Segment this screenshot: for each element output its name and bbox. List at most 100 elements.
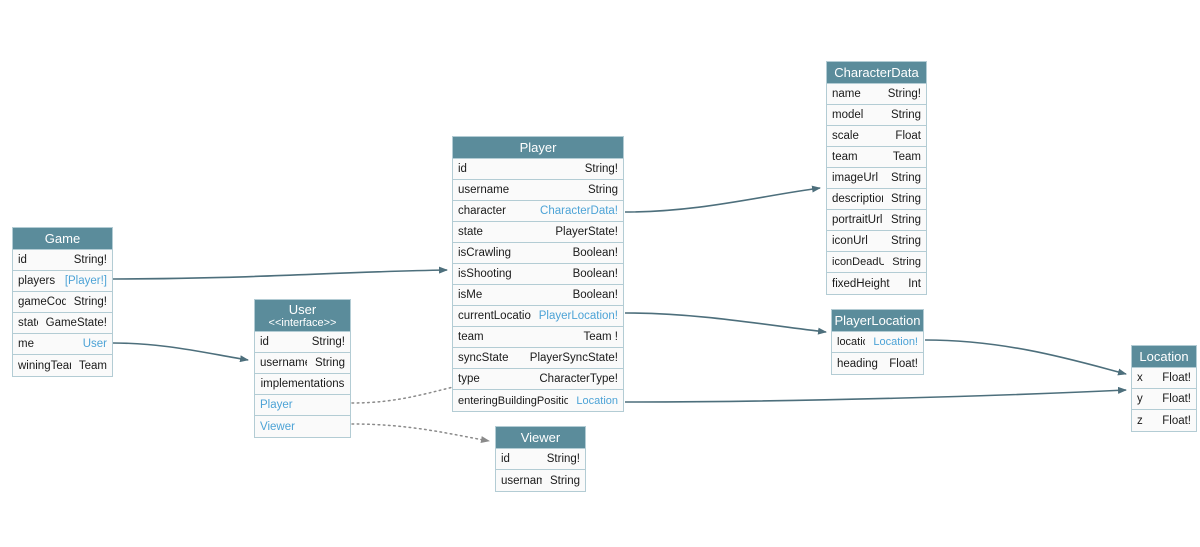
field-type-link[interactable]: PlayerLocation! [538,310,618,322]
field-type: String [890,172,921,184]
entity-location-name: Location [1139,349,1189,364]
field-type-link[interactable]: User [82,338,107,350]
field-row[interactable]: heading Float! [832,353,923,374]
field-row[interactable]: id String! [453,159,623,180]
implementation-name[interactable]: Player [260,399,293,411]
entity-game[interactable]: Game id String! players [Player!] gameCo… [12,227,113,377]
field-name: gameCode [18,296,66,308]
field-row[interactable]: team Team ! [453,327,623,348]
implementation-name[interactable]: Viewer [260,420,295,433]
field-type: Float! [1162,414,1191,427]
field-row[interactable]: id String! [496,449,585,470]
field-type-link[interactable]: CharacterData! [540,205,618,217]
field-row[interactable]: enteringBuildingPosition Location [453,390,623,411]
field-row[interactable]: gameCode String! [13,292,112,313]
field-name: type [458,373,480,385]
implementation-row[interactable]: Player [255,395,350,416]
entity-location[interactable]: Location x Float! y Float! z Float! [1131,345,1197,432]
field-name: imageUrl [832,172,879,184]
edge-game-players-player [112,266,448,280]
field-name: id [458,163,467,175]
field-name: isShooting [458,268,512,280]
field-row[interactable]: username String [453,180,623,201]
field-row[interactable]: isCrawling Boolean! [453,243,623,264]
field-name: username [458,184,510,196]
field-row[interactable]: character CharacterData! [453,201,623,222]
field-row[interactable]: description String [827,189,926,210]
field-type-link[interactable]: Location! [873,336,918,348]
field-type: String [890,109,921,121]
entity-user-stereotype: <<interface>> [268,317,337,329]
field-type: String! [73,296,107,308]
field-row[interactable]: location Location! [832,332,923,353]
field-type: String! [546,453,580,465]
field-name: isCrawling [458,247,512,259]
field-row[interactable]: iconUrl String [827,231,926,252]
field-row[interactable]: currentLocation PlayerLocation! [453,306,623,327]
field-row[interactable]: state PlayerState! [453,222,623,243]
field-row[interactable]: isMe Boolean! [453,285,623,306]
field-row[interactable]: winingTeam Team [13,355,112,376]
field-row[interactable]: x Float! [1132,368,1196,389]
field-row[interactable]: state GameState! [13,313,112,334]
implementations-label-row: implementations [255,374,350,395]
field-row[interactable]: id String! [255,332,350,353]
entity-user-title: User <<interface>> [255,300,350,332]
field-row[interactable]: y Float! [1132,389,1196,410]
field-row[interactable]: syncState PlayerSyncState! [453,348,623,369]
field-type-link[interactable]: [Player!] [64,275,107,287]
field-name: iconUrl [832,235,868,247]
field-row[interactable]: id String! [13,250,112,271]
field-name: state [18,317,38,329]
field-type: String [890,214,921,226]
field-type-link[interactable]: Location [576,394,618,407]
field-type: String [549,474,580,487]
field-row[interactable]: players [Player!] [13,271,112,292]
field-name: enteringBuildingPosition [458,394,569,407]
field-row[interactable]: z Float! [1132,410,1196,431]
field-name: portraitUrl [832,214,883,226]
entity-characterdata-name: CharacterData [834,65,919,80]
field-row[interactable]: username String [255,353,350,374]
field-name: description [832,193,883,205]
field-row[interactable]: isShooting Boolean! [453,264,623,285]
field-type: PlayerSyncState! [529,352,618,364]
field-row[interactable]: name String! [827,84,926,105]
field-name: username [501,474,542,487]
edge-player-enteringbuildingposition-location [624,386,1127,403]
field-type: String! [584,163,618,175]
field-name: name [832,88,861,100]
field-row[interactable]: imageUrl String [827,168,926,189]
field-type: Boolean! [572,289,618,301]
field-type: String [587,184,618,196]
implementation-row[interactable]: Viewer [255,416,350,437]
edge-player-character-characterdata [624,185,821,213]
field-type: String! [73,254,107,266]
entity-player[interactable]: Player id String! username String charac… [452,136,624,412]
field-row[interactable]: iconDeadUrl String [827,252,926,273]
field-row[interactable]: type CharacterType! [453,369,623,390]
entity-viewer[interactable]: Viewer id String! username String [495,426,586,492]
field-name: winingTeam [18,359,71,372]
entity-user[interactable]: User <<interface>> id String! username S… [254,299,351,438]
field-row[interactable]: fixedHeight Int [827,273,926,294]
field-row[interactable]: scale Float [827,126,926,147]
entity-game-title: Game [13,228,112,250]
field-name: players [18,275,56,287]
entity-playerlocation[interactable]: PlayerLocation location Location! headin… [831,309,924,375]
field-row[interactable]: model String [827,105,926,126]
field-row[interactable]: portraitUrl String [827,210,926,231]
field-name: x [1137,372,1143,384]
entity-characterdata[interactable]: CharacterData name String! model String … [826,61,927,295]
field-row[interactable]: username String [496,470,585,491]
field-type: Int [908,277,921,290]
entity-characterdata-title: CharacterData [827,62,926,84]
field-row[interactable]: team Team [827,147,926,168]
field-name: iconDeadUrl [832,256,884,268]
field-name: isMe [458,289,483,301]
field-type: Float! [889,357,918,370]
field-type: Team [78,359,107,372]
field-row[interactable]: me User [13,334,112,355]
field-name: id [501,453,510,465]
field-name: id [18,254,27,266]
